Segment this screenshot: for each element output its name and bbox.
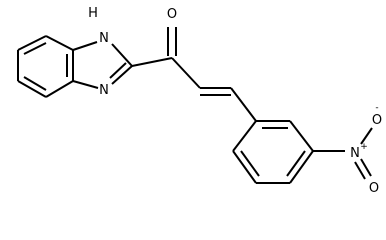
nitro-nitrogen-charge: +	[360, 142, 368, 152]
alkene-linker	[171, 57, 257, 122]
carbonyl-linker	[131, 27, 177, 67]
nitro-oxygen-down-label: O	[369, 181, 379, 196]
nitro-oxygen-up-charge: -	[375, 103, 378, 113]
nh-nitrogen-label: N	[99, 31, 109, 46]
imidazole-ring	[72, 41, 133, 89]
nitro-nitrogen-label: N	[350, 146, 360, 161]
benzo-ring	[17, 35, 74, 98]
nitro-group	[313, 127, 373, 180]
imine-nitrogen-label: N	[99, 83, 109, 98]
nitrophenyl-ring	[232, 120, 314, 184]
ketone-oxygen-label: O	[167, 7, 177, 22]
chemical-structure: H N N O N + O - O	[17, 6, 382, 196]
nitro-oxygen-up-label: O	[372, 113, 382, 128]
nh-hydrogen-label: H	[88, 6, 98, 21]
